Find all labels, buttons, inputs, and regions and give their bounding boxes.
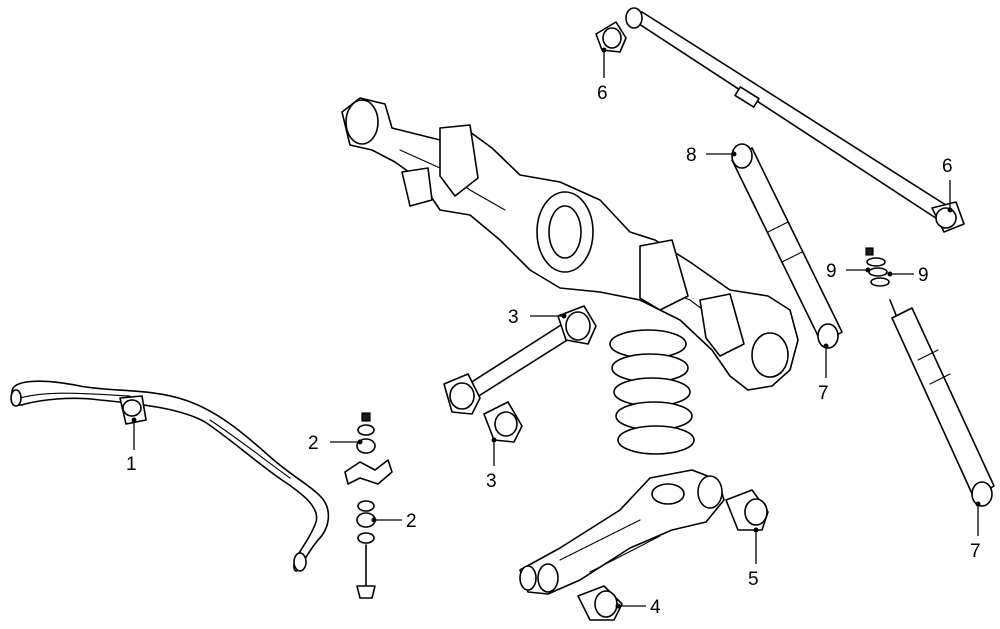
- callout-4: 4: [650, 597, 661, 618]
- lateral-rod-bushing: [595, 21, 627, 53]
- callout-6-left: 6: [597, 83, 608, 104]
- stabilizer-bar: [10, 380, 330, 572]
- callout-3-lower: 3: [486, 471, 497, 492]
- callout-1: 1: [126, 454, 137, 475]
- arm-bushing-3: [483, 401, 523, 443]
- callout-6-right: 6: [942, 156, 953, 177]
- rear-axle-housing: [341, 97, 799, 391]
- shock-absorber-left: [731, 143, 843, 349]
- callout-leaders: [131, 47, 981, 609]
- callout-5: 5: [748, 569, 759, 590]
- shock-absorber-right: [889, 299, 995, 507]
- callout-2-upper: 2: [308, 433, 319, 454]
- callout-9-right: 9: [918, 265, 929, 286]
- callout-3-upper: 3: [508, 307, 519, 328]
- callout-8: 8: [686, 145, 697, 166]
- lower-arm-bushing-4: [577, 585, 623, 621]
- callout-7-right: 7: [970, 541, 981, 562]
- lower-arm-bushing-5: [725, 489, 769, 531]
- callout-9-left: 9: [826, 261, 837, 282]
- callout-labels: 1 2 2 3 3 4 5 6 6 7 7 8 9 9: [126, 83, 981, 618]
- coil-spring: [609, 329, 695, 455]
- upper-control-arm: [443, 305, 597, 415]
- lower-control-arm: [519, 469, 725, 595]
- stabilizer-bushing: [119, 395, 147, 425]
- shock-mount-parts: [865, 247, 890, 287]
- lateral-rod: [625, 7, 965, 233]
- callout-2-lower: 2: [406, 511, 417, 532]
- callout-7-left: 7: [818, 383, 829, 404]
- stabilizer-link: [344, 412, 393, 599]
